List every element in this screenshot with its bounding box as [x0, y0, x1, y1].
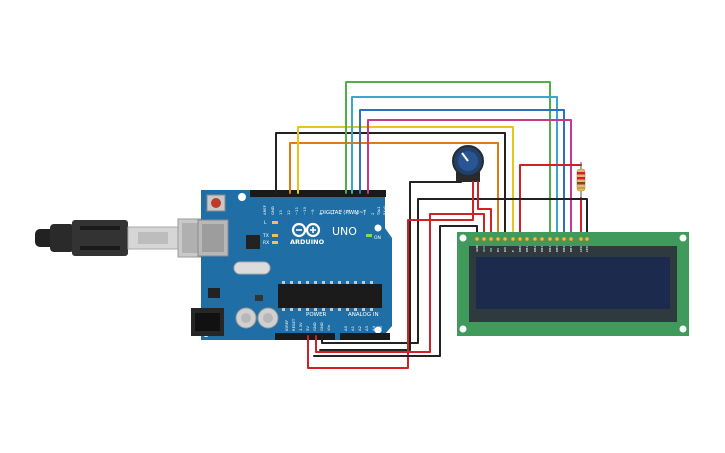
- lcd-pin-label-db6: DB6: [562, 246, 566, 252]
- pin-label-ioref: IOREF: [284, 320, 289, 331]
- wire-black-led: [321, 198, 588, 344]
- lcd-pin-label-e: E: [511, 250, 515, 252]
- arduino-logo-icon: [291, 222, 321, 238]
- lcd-pin-label-gnd: GND: [475, 244, 479, 252]
- pin-label-gnd-1: GND: [312, 322, 317, 331]
- pin-label-13: 13: [278, 210, 283, 215]
- pin-label-7: 7: [330, 212, 335, 215]
- rx-led-label: RX: [263, 240, 269, 246]
- pin-label-3: ~3: [362, 209, 367, 215]
- wire-red-resistor: [519, 164, 582, 239]
- pin-label-a2: A2: [357, 325, 362, 331]
- lcd-pin-label-led-a: LED: [579, 245, 583, 252]
- resistor: [576, 162, 586, 198]
- lcd-pin-label-db5: DB5: [555, 246, 559, 252]
- pin-label-5: ~5: [346, 209, 351, 215]
- pin-label-a0: A0: [343, 325, 348, 331]
- pin-label-5v: 5V: [305, 326, 310, 331]
- model-label: UNO: [332, 225, 357, 238]
- wire-blue: [359, 109, 565, 239]
- pin-label-a4: A4: [371, 325, 376, 331]
- digital-header-label: DIGITAL (PWM~): [320, 210, 366, 216]
- pin-label-a1: A1: [350, 325, 355, 331]
- pin-label-1: TX▸1: [377, 206, 381, 216]
- wires: [275, 81, 588, 369]
- wire-green: [345, 81, 551, 239]
- pin-label-gnd: GND: [270, 206, 275, 215]
- wire-black-lcd-gnd: [313, 225, 478, 357]
- lcd-pin-label-db2: DB2: [533, 246, 537, 252]
- lcd-screen: [476, 257, 670, 309]
- lcd-pin-label-db4: DB4: [548, 246, 552, 252]
- pin-label-reset: RESET: [291, 318, 296, 331]
- lcd-pin-label-vcc: VCC: [482, 246, 486, 252]
- pin-label-2: 2: [370, 212, 375, 215]
- wire-red-rw: [477, 181, 492, 239]
- digital-pin-labels: AREF GND 13 12 ~11 ~10 ~9 8 7 ~6 ~5 4 ~3…: [262, 205, 387, 216]
- lcd-pin-label-v0: V0: [489, 248, 493, 252]
- power-header: [275, 333, 335, 340]
- wire-magenta: [367, 119, 572, 239]
- lcd-pin-label-db3: DB3: [540, 246, 544, 252]
- potentiometer[interactable]: [452, 145, 484, 182]
- lcd-pin-label-db7: DB7: [569, 246, 573, 252]
- usb-cable: [35, 218, 205, 258]
- power-header-label: POWER: [306, 312, 327, 318]
- power-pin-labels: IOREF RESET 3.3V 5V GND GND Vin: [284, 318, 331, 331]
- pin-label-8: 8: [318, 212, 323, 215]
- wire-yellow: [297, 126, 514, 239]
- pin-label-11: ~11: [294, 206, 299, 215]
- pin-label-10: ~10: [302, 206, 307, 215]
- wire-red-lcd-vcc: [315, 213, 485, 353]
- lcd-pin-label-db0: DB0: [518, 246, 522, 252]
- lcd-pin-label-rw: RW: [503, 247, 507, 252]
- pin-label-aref: AREF: [262, 205, 267, 215]
- lcd-pin-labels: GND VCC V0 RS RW E DB0 DB1 DB2 DB3 DB4 D…: [475, 244, 589, 252]
- analog-header: [340, 333, 390, 340]
- analog-header-label: ANALOG IN: [348, 312, 379, 318]
- l-led-label: L: [264, 220, 267, 226]
- pin-label-0: RX◂0: [383, 206, 387, 215]
- lcd-pin-label-led-k: LED: [585, 245, 589, 252]
- analog-pin-labels: A0 A1 A2 A3 A4 A5: [343, 325, 383, 331]
- brand-label: ARDUINO: [290, 238, 325, 246]
- pin-label-4: 4: [354, 212, 359, 215]
- wire-black-gnd: [275, 132, 506, 239]
- pin-label-gnd-2: GND: [319, 322, 324, 331]
- digital-header: [250, 190, 386, 197]
- lcd-pin-label-db1: DB1: [525, 246, 529, 252]
- pin-label-3v3: 3.3V: [298, 322, 303, 331]
- pin-label-a5: A5: [378, 325, 383, 331]
- wire-cyan: [351, 96, 558, 239]
- lcd-module: GND VCC V0 RS RW E DB0 DB1 DB2 DB3 DB4 D…: [457, 232, 689, 336]
- wire-black-pot: [319, 181, 462, 351]
- pin-label-9: ~9: [310, 209, 315, 215]
- wire-orange: [289, 142, 499, 239]
- pin-label-6: ~6: [338, 209, 343, 215]
- pin-label-vin: Vin: [326, 324, 331, 331]
- lcd-pin-header: [474, 236, 590, 242]
- pin-label-12: 12: [286, 210, 291, 215]
- lcd-pin-label-rs: RS: [496, 248, 500, 252]
- arduino-uno-board: ARDUINO UNO ON L TX RX DIGITAL (PWM~) PO…: [191, 190, 392, 340]
- tx-led-label: TX: [262, 233, 269, 239]
- on-led-label: ON: [374, 235, 381, 241]
- pin-label-a3: A3: [364, 325, 369, 331]
